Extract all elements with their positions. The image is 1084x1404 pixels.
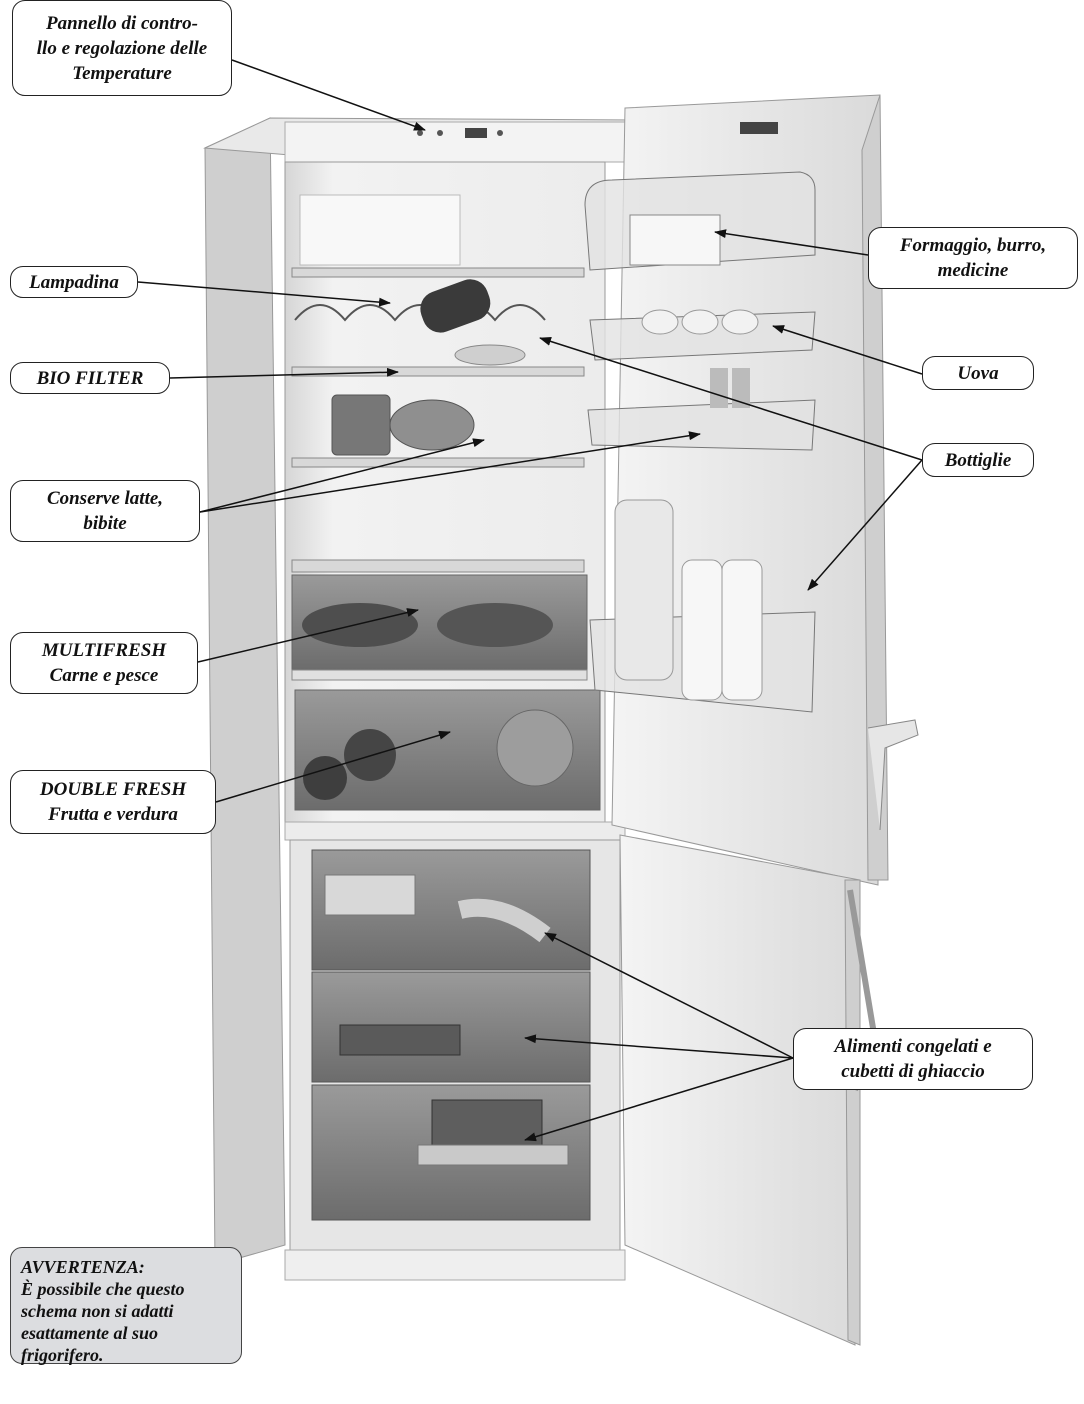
- label-double-fresh: DOUBLE FRESH Frutta e verdura: [10, 770, 216, 834]
- label-uova: Uova: [922, 356, 1034, 390]
- label-bottiglie: Bottiglie: [922, 443, 1034, 477]
- label-bio-filter: BIO FILTER: [10, 362, 170, 394]
- control-panel-strip: [284, 121, 631, 163]
- label-formaggio: Formaggio, burro, medicine: [868, 227, 1078, 289]
- label-multifresh: MULTIFRESH Carne e pesce: [10, 632, 198, 694]
- warning-title: AVVERTENZA:: [21, 1257, 145, 1277]
- shelf: [291, 559, 585, 573]
- label-lampadina: Lampadina: [10, 266, 138, 298]
- warning-box: AVVERTENZA: È possibile che questo schem…: [10, 1247, 242, 1365]
- fridge-side-panel: [204, 117, 286, 1266]
- shelf: [291, 457, 585, 468]
- shelf: [291, 366, 585, 377]
- label-alimenti: Alimenti congelati e cubetti di ghiaccio: [793, 1028, 1033, 1090]
- fridge-door-lower: [619, 834, 861, 1346]
- label-conserve: Conserve latte, bibite: [10, 480, 200, 542]
- shelf: [291, 267, 585, 278]
- label-control-panel: Pannello di contro- llo e regolazione de…: [12, 0, 232, 96]
